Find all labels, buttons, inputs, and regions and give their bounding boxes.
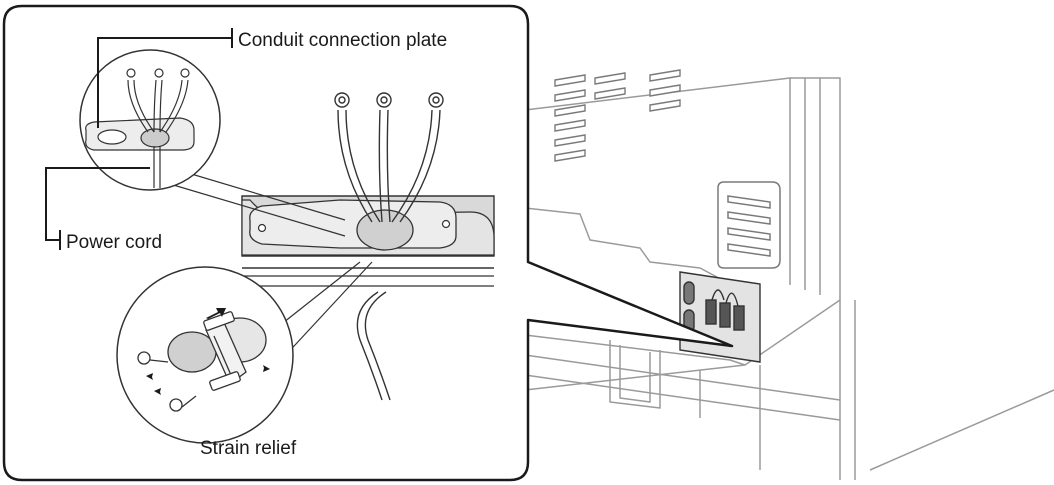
- appliance-side-vent: [717, 181, 781, 269]
- appliance-vent-slots: [554, 69, 681, 162]
- power-cord-label: Power cord: [66, 232, 162, 253]
- appliance-terminal-block: [679, 271, 761, 363]
- conduit-connection-plate-label: Conduit connection plate: [238, 30, 447, 51]
- leader-lines: [45, 28, 233, 250]
- strain-relief-label: Strain relief: [200, 438, 297, 459]
- conduit-plate-magnifier: [79, 49, 221, 191]
- strain-relief-magnifier: [116, 266, 294, 444]
- screw-icon: [137, 351, 197, 412]
- arrow-icon: [146, 308, 270, 395]
- power-cord-wires: [334, 92, 444, 401]
- conduit-plate-enlarged: [241, 195, 495, 287]
- appliance-rear-panel: [524, 77, 1054, 480]
